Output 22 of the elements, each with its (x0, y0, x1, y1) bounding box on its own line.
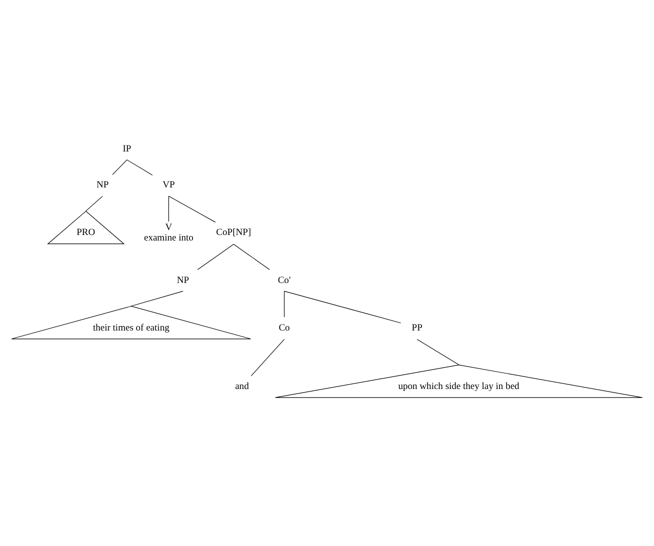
node-text: VP (162, 180, 175, 190)
connector (197, 243, 234, 270)
connector (112, 159, 128, 174)
node-text: Co (278, 322, 290, 333)
connector (284, 290, 402, 323)
node-text: PP (412, 322, 422, 333)
connector (126, 159, 153, 175)
connector (168, 195, 216, 222)
node-text: V examine into (144, 222, 194, 244)
node-text: NP (176, 275, 190, 286)
connector (284, 290, 285, 317)
connector (250, 338, 285, 376)
node-text: Co' (278, 275, 291, 286)
connector (168, 195, 169, 222)
node-text: CoP[NP] (216, 228, 252, 238)
node-text: and (235, 381, 249, 392)
node-text: IP (122, 144, 132, 154)
connector (233, 243, 270, 270)
connector (86, 195, 103, 211)
connector (130, 290, 184, 306)
connector (416, 338, 460, 365)
node-text: NP (96, 180, 109, 190)
